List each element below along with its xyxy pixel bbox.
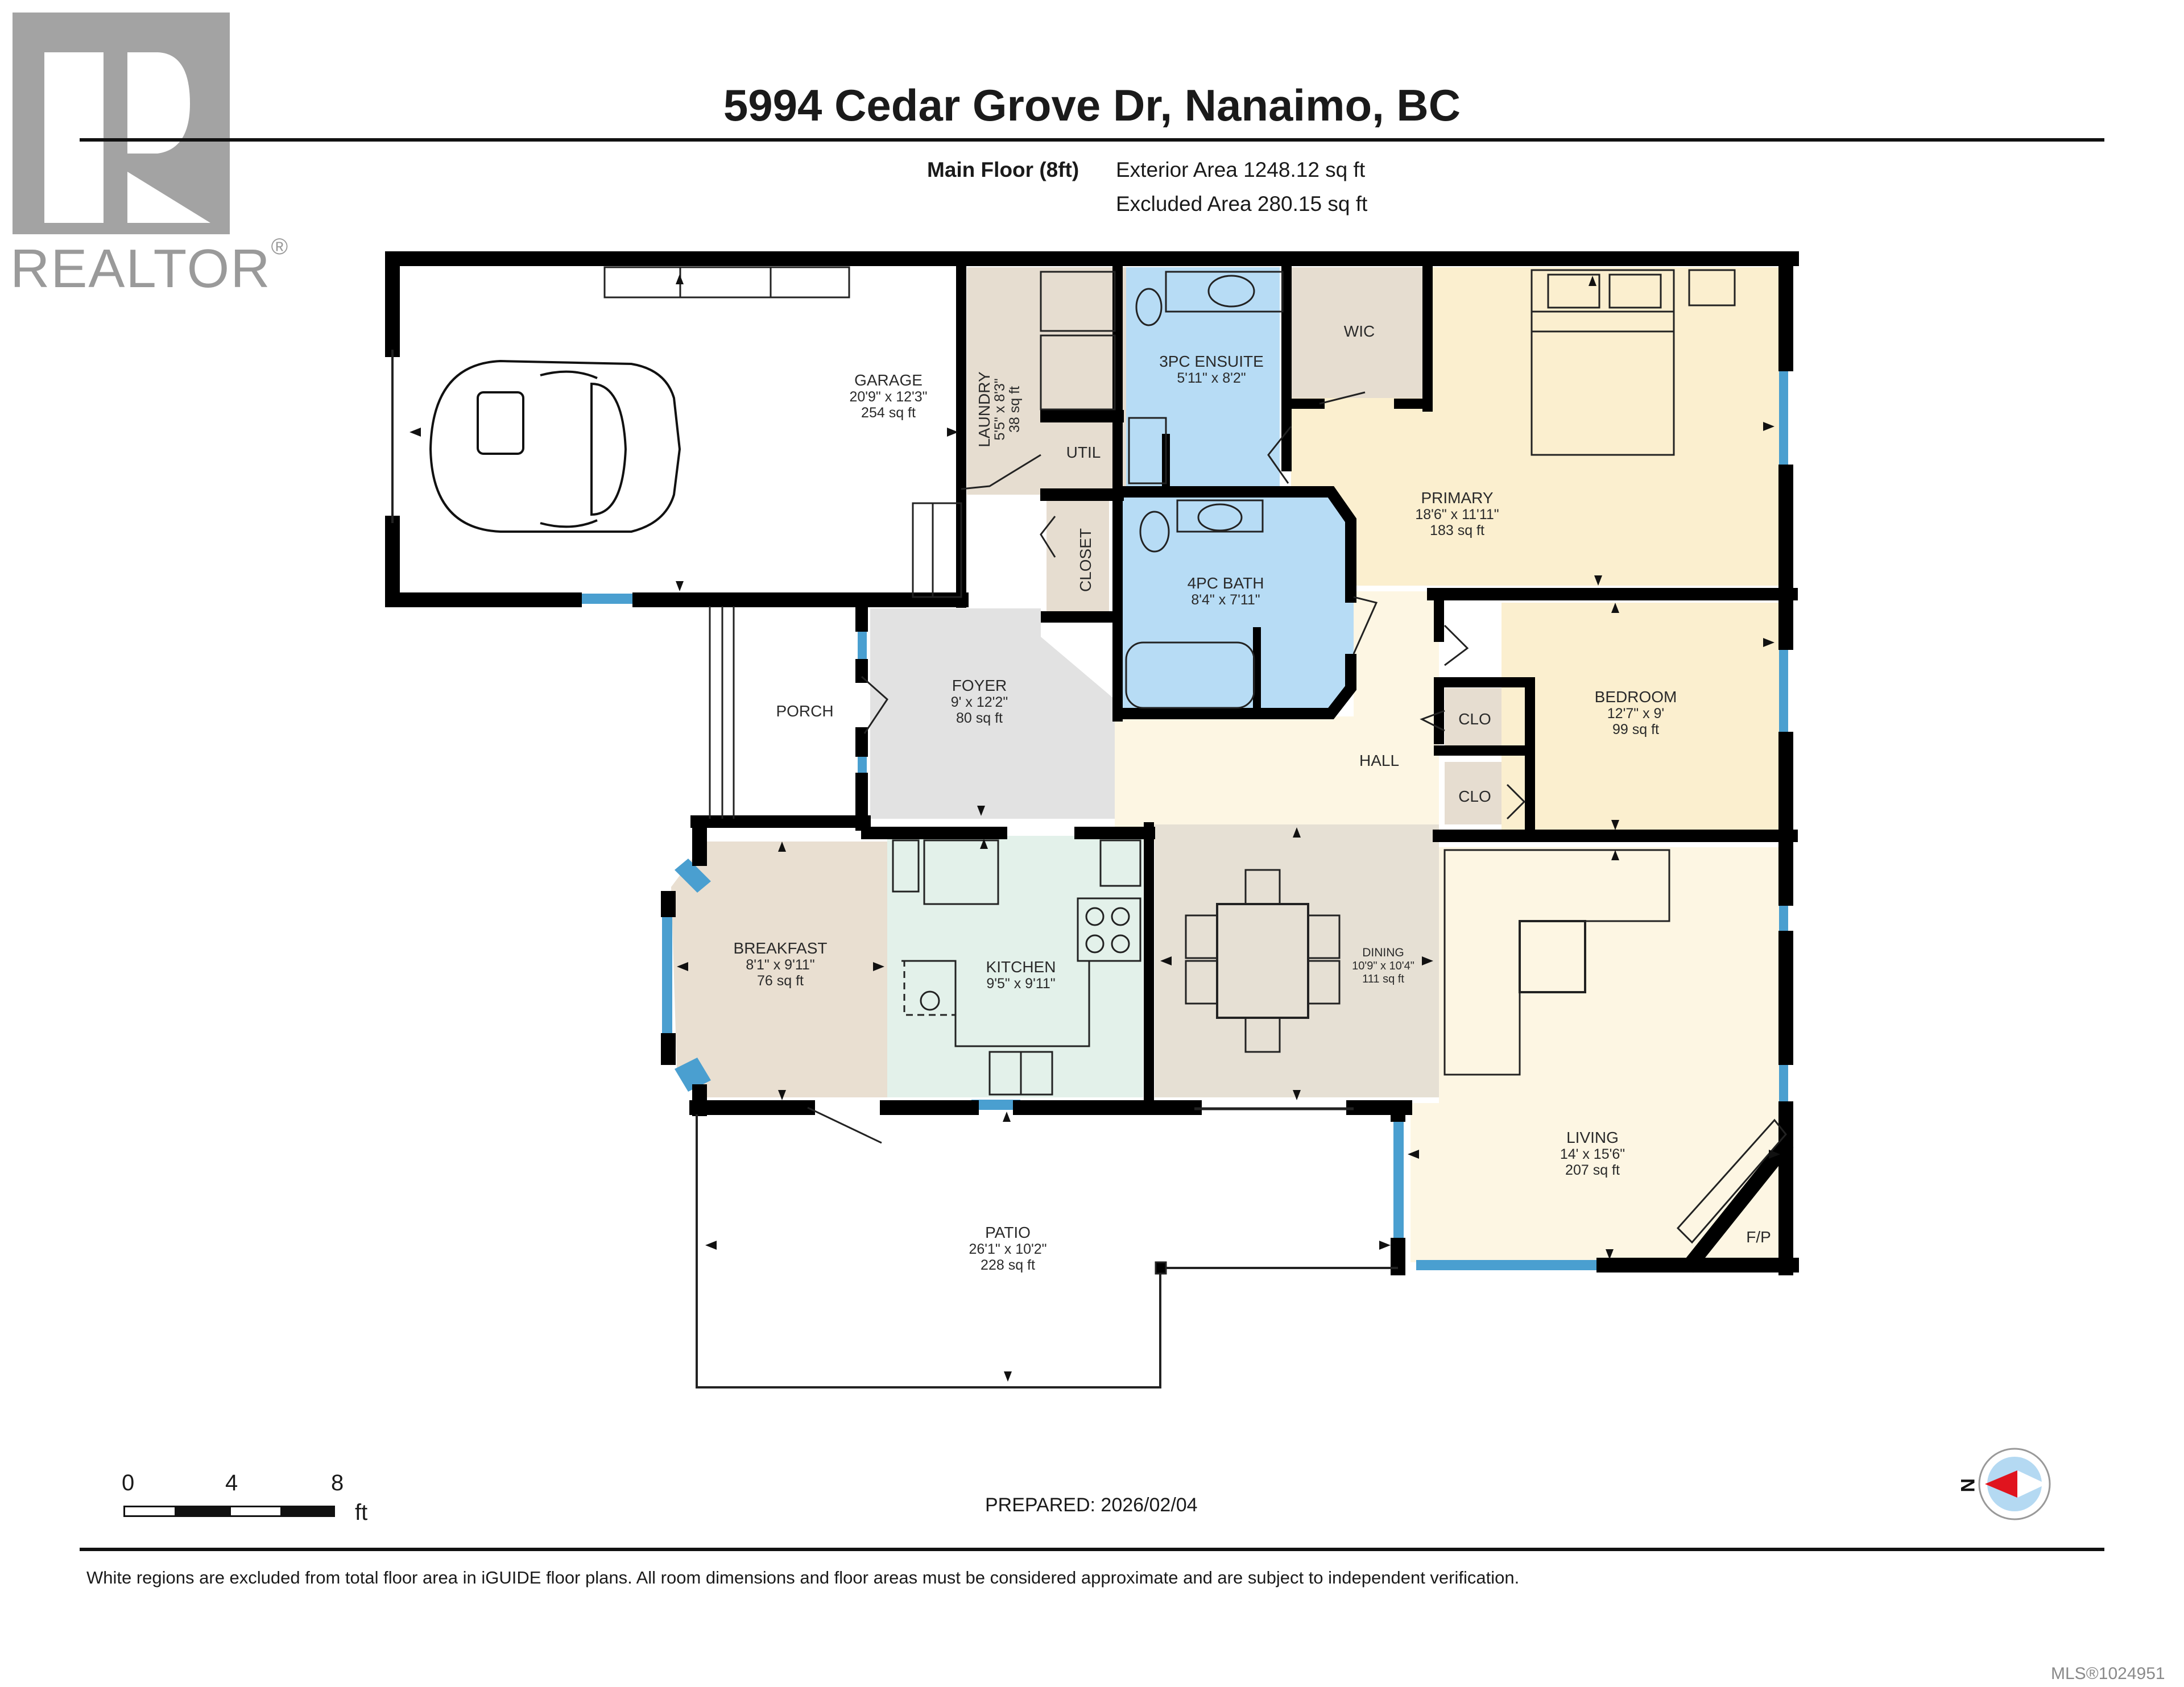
room-name-clo-2: CLO — [1458, 787, 1491, 805]
room-dims-primary: 18'6" x 11'11" — [1415, 507, 1499, 523]
room-name-foyer: FOYER — [952, 677, 1007, 694]
excluded-area: Excluded Area 280.15 sq ft — [1116, 192, 1368, 215]
room-area-patio: 228 sq ft — [981, 1257, 1035, 1273]
exterior-area: Exterior Area 1248.12 sq ft — [1116, 158, 1366, 181]
title-divider — [80, 138, 2104, 142]
room-name-kitchen: KITCHEN — [986, 958, 1056, 976]
windows — [576, 364, 1788, 1270]
dimension-arrows — [410, 274, 1780, 1382]
room-name-breakfast: BREAKFAST — [734, 939, 828, 957]
ensuite-area — [1126, 267, 1280, 489]
living-area — [1410, 847, 1780, 1262]
scale-unit: ft — [355, 1500, 368, 1525]
fixtures — [391, 266, 1787, 1388]
scale-segment — [282, 1506, 335, 1517]
realtor-logo — [13, 13, 230, 234]
room-name-ensuite: 3PC ENSUITE — [1159, 353, 1264, 370]
bath-area — [1120, 495, 1354, 711]
room-labels: GARAGE 20'9" x 12'3" 254 sq ft LAUNDRY 5… — [734, 322, 1771, 1273]
room-dims-breakfast: 8'1" x 9'11" — [746, 957, 814, 973]
room-name-bedroom: BEDROOM — [1595, 688, 1677, 706]
room-fills — [398, 267, 1780, 1262]
scale-segment — [123, 1506, 176, 1517]
scale-tick-8: 8 — [331, 1470, 344, 1495]
scale-tick-0: 0 — [122, 1470, 135, 1495]
room-dims-laundry: 5'5" x 8'3" — [992, 378, 1008, 440]
room-area-dining: 111 sq ft — [1362, 973, 1404, 985]
util-area — [1046, 421, 1115, 495]
room-dims-living: 14' x 15'6" — [1560, 1146, 1625, 1162]
realtor-r-icon — [13, 13, 230, 234]
room-dims-bath: 8'4" x 7'11" — [1191, 592, 1260, 608]
clo-2-area — [1445, 762, 1502, 824]
room-name-primary: PRIMARY — [1421, 489, 1493, 507]
room-name-garage: GARAGE — [854, 371, 923, 389]
room-dims-garage: 20'9" x 12'3" — [849, 389, 927, 405]
compass-label: N — [1956, 1478, 1978, 1493]
realtor-text: REALTOR — [10, 238, 271, 299]
wic-area — [1291, 267, 1428, 404]
footer-divider — [80, 1548, 2104, 1551]
room-name-living: LIVING — [1566, 1129, 1619, 1146]
room-dims-patio: 26'1" x 10'2" — [969, 1241, 1046, 1257]
room-name-wic: WIC — [1344, 322, 1375, 340]
walls — [385, 251, 1799, 1275]
room-name-dining: DINING — [1362, 946, 1404, 959]
room-name-patio: PATIO — [985, 1224, 1031, 1241]
mls-number: MLS®1024951 — [2051, 1664, 2165, 1683]
realtor-wordmark: REALTOR® — [10, 234, 289, 300]
registered-mark: ® — [271, 234, 289, 259]
room-dims-kitchen: 9'5" x 9'11" — [986, 976, 1055, 992]
scale-segment — [176, 1506, 229, 1517]
floor-label: Main Floor (8ft) — [927, 158, 1079, 181]
bedroom-area — [1502, 603, 1780, 836]
room-area-foyer: 80 sq ft — [956, 710, 1003, 726]
room-name-clo-1: CLO — [1458, 710, 1491, 728]
room-name-hall: HALL — [1359, 752, 1399, 769]
breakfast-area — [671, 842, 887, 1097]
scale-tick-4: 4 — [225, 1470, 238, 1495]
room-name-fireplace: F/P — [1746, 1228, 1771, 1246]
room-area-laundry: 38 sq ft — [1007, 386, 1023, 433]
room-name-util: UTIL — [1066, 443, 1101, 461]
room-name-porch: PORCH — [776, 702, 833, 720]
room-area-garage: 254 sq ft — [861, 405, 916, 421]
room-area-bedroom: 99 sq ft — [1612, 722, 1659, 737]
prepared-date: PREPARED: 2026/02/04 — [985, 1494, 1198, 1516]
scale-segment — [229, 1506, 282, 1517]
room-name-bath: 4PC BATH — [1188, 574, 1264, 592]
room-dims-dining: 10'9" x 10'4" — [1352, 960, 1414, 972]
closet-area — [1046, 500, 1109, 614]
room-dims-ensuite: 5'11" x 8'2" — [1177, 370, 1246, 386]
room-name-closet: CLOSET — [1077, 528, 1094, 592]
car-icon — [429, 359, 681, 533]
scale-bar: 0 4 8 ft — [122, 1470, 367, 1527]
clo-1-area — [1445, 688, 1502, 751]
foyer-area — [870, 608, 1115, 819]
room-dims-foyer: 9' x 12'2" — [951, 694, 1008, 710]
room-area-breakfast: 76 sq ft — [757, 973, 804, 989]
room-name-laundry: LAUNDRY — [975, 371, 993, 447]
room-dims-bedroom: 12'7" x 9' — [1607, 706, 1664, 722]
property-address-title: 5994 Cedar Grove Dr, Nanaimo, BC — [723, 80, 1461, 130]
primary-area — [1291, 267, 1780, 591]
room-area-living: 207 sq ft — [1565, 1162, 1620, 1178]
room-area-primary: 183 sq ft — [1430, 523, 1484, 538]
compass-north-arrow-icon: N — [1951, 1444, 2065, 1524]
disclaimer-text: White regions are excluded from total fl… — [86, 1568, 1520, 1587]
